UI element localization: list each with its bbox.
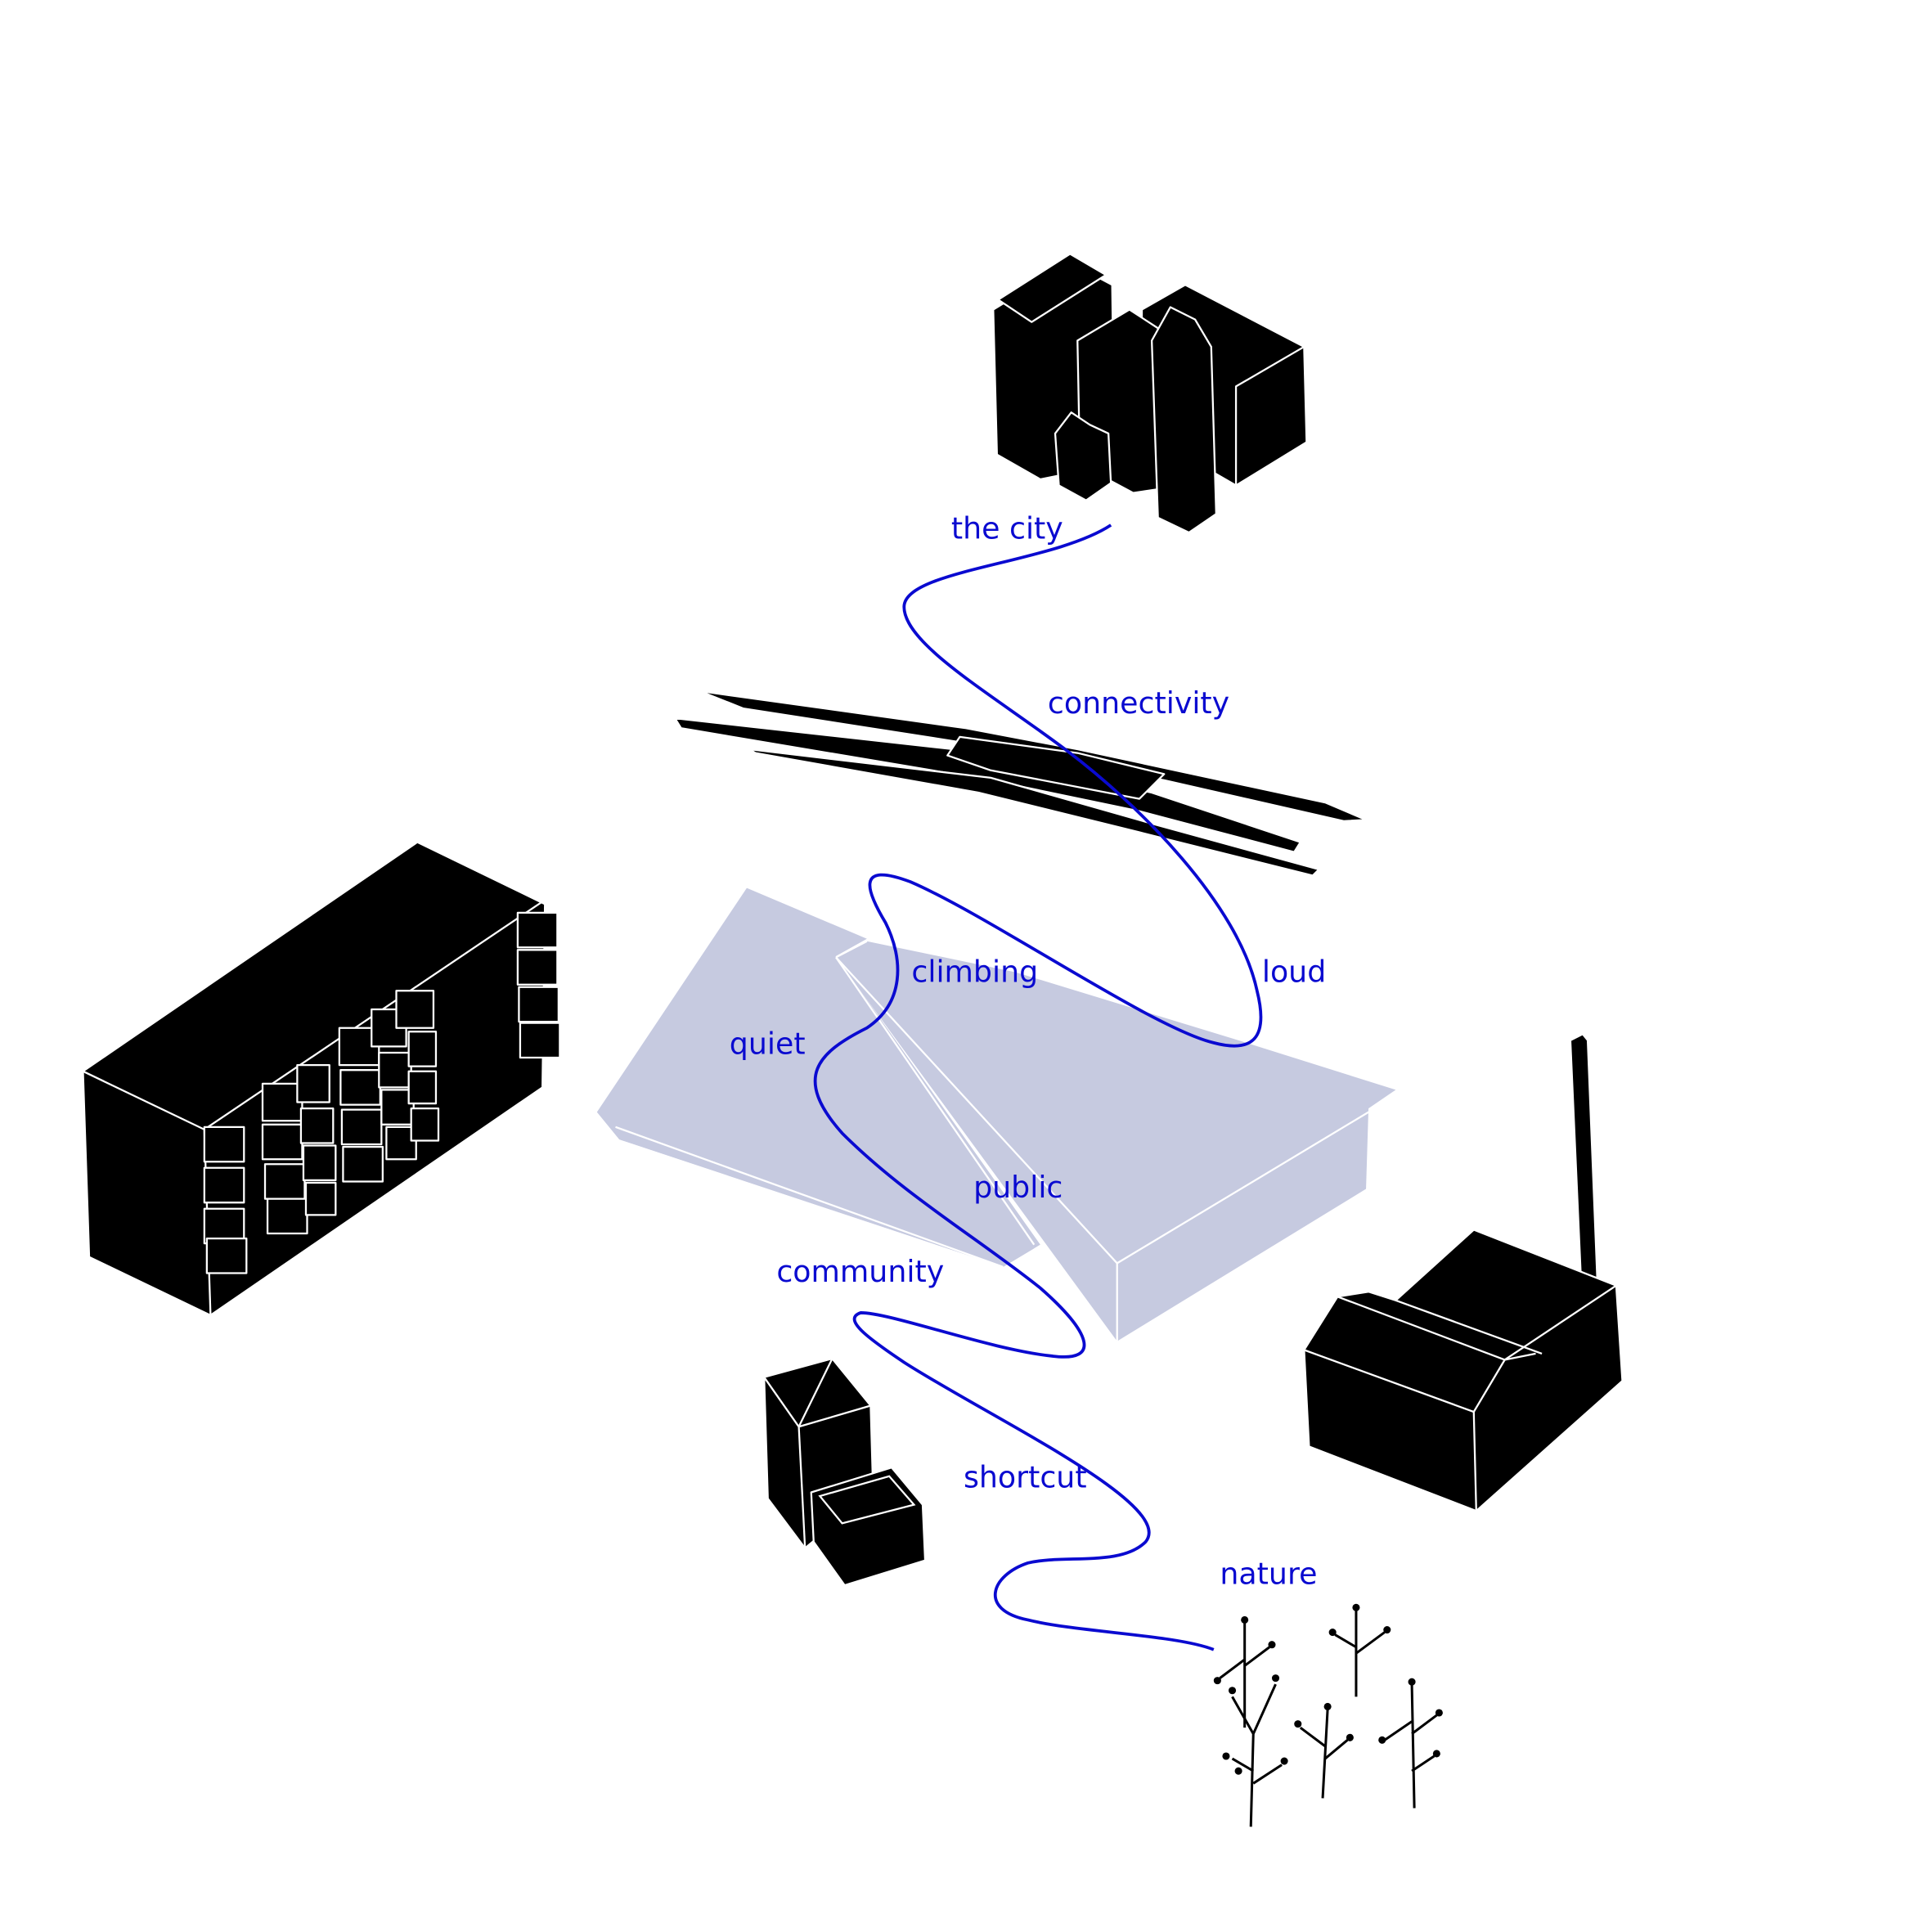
label-climbing: climbing: [911, 955, 1038, 990]
journey-path: [813, 523, 1263, 1651]
label-loud: loud: [1262, 955, 1326, 990]
factory: [1303, 1033, 1624, 1512]
balcony-boxes: [203, 911, 561, 1274]
label-the-city: the city: [951, 511, 1063, 546]
label-nature: nature: [1220, 1557, 1317, 1592]
tree-icon: [1383, 1684, 1438, 1808]
label-public: public: [973, 1170, 1063, 1205]
central-roof: [596, 887, 1396, 1341]
label-quiet: quiet: [730, 1027, 806, 1062]
label-shortcut: shortcut: [964, 1459, 1087, 1494]
tree-berries: [1213, 1603, 1443, 1775]
small-houses: [763, 1357, 927, 1587]
trees: [1213, 1603, 1443, 1827]
city-buildings: [992, 253, 1308, 534]
label-connectivity: connectivity: [1048, 685, 1229, 721]
tree-icon: [1334, 1610, 1386, 1697]
label-community: community: [776, 1254, 944, 1289]
tree-icon: [1219, 1622, 1283, 1827]
tree-icon: [1299, 1709, 1349, 1799]
apartment-block: [82, 841, 561, 1317]
railway-lines: [674, 690, 1368, 877]
